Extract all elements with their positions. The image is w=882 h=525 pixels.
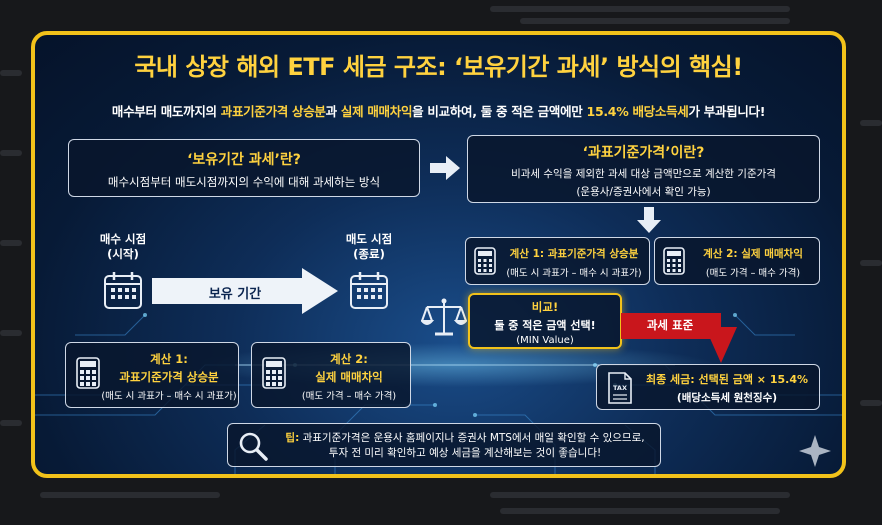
tax-base-price-desc-line1: 비과세 수익을 제외한 과세 대상 금액만으로 계산한 기준가격 bbox=[511, 168, 776, 180]
calc2-big-heading-line1: 계산 2: bbox=[330, 352, 368, 366]
tax-base-price-desc-line2: (운용사/증권사에서 확인 가능) bbox=[576, 186, 711, 198]
compare-min: (MIN Value) bbox=[516, 335, 574, 346]
arrow-right-icon bbox=[430, 156, 460, 180]
compare-box: 비교! 둘 중 적은 금액 선택! (MIN Value) bbox=[468, 293, 622, 349]
calc2-box-right: 계산 2: 실제 매매차익 (매도 가격 – 매수 가격) bbox=[654, 237, 820, 285]
calc2-box-left: 계산 2: 실제 매매차익 (매도 가격 – 매수 가격) bbox=[251, 342, 411, 408]
holding-tax-box: ‘보유기간 과세’란? 매수시점부터 매도시점까지의 수익에 대해 과세하는 방… bbox=[68, 139, 420, 197]
tip-line1: 과표기준가격은 운용사 홈페이지나 증권사 MTS에서 매일 확인할 수 있으므… bbox=[302, 432, 645, 444]
calculator-icon bbox=[474, 247, 496, 275]
tax-base-price-box: ‘과표기준가격’이란? 비과세 수익을 제외한 과세 대상 금액만으로 계산한 … bbox=[467, 135, 820, 203]
page-subtitle: 매수부터 매도까지의 과표기준가격 상승분과 실제 매매차익을 비교하여, 둘 … bbox=[111, 104, 766, 119]
tip-line2: 투자 전 미리 확인하고 예상 세금을 계산해보는 것이 좋습니다! bbox=[328, 447, 602, 459]
calc2-big-heading-line2: 실제 매매차익 bbox=[315, 370, 383, 384]
calc1-big-heading-line1: 계산 1: bbox=[150, 352, 188, 366]
holding-period-arrow bbox=[152, 268, 338, 314]
calc1-big-heading-line2: 과표기준가격 상승분 bbox=[119, 370, 219, 384]
calc1-big-formula: (매도 시 과표가 – 매수 시 과표가) bbox=[101, 391, 237, 402]
page-title: 국내 상장 해외 ETF 세금 구조: ‘보유기간 과세’ 방식의 핵심! bbox=[134, 53, 743, 81]
magnifier-icon bbox=[239, 432, 268, 461]
buy-point-label: 매수 시점 (시작) bbox=[99, 232, 147, 261]
calc2-big-formula: (매도 가격 – 매수 가격) bbox=[301, 391, 397, 402]
calculator-icon bbox=[76, 357, 100, 389]
calc1-formula: (매도 시 과표가 – 매수 시 과표가) bbox=[506, 268, 642, 279]
holding-period-label: 보유 기간 bbox=[208, 287, 262, 302]
infographic-frame: 국내 상장 해외 ETF 세금 구조: ‘보유기간 과세’ 방식의 핵심! 매수… bbox=[31, 31, 846, 478]
tax-tag-text: TAX bbox=[613, 384, 627, 392]
calc1-box-left: 계산 1: 과표기준가격 상승분 (매도 시 과표가 – 매수 시 과표가) bbox=[65, 342, 239, 408]
holding-tax-desc: 매수시점부터 매도시점까지의 수익에 대해 과세하는 방식 bbox=[107, 175, 381, 189]
calc2-formula: (매도 가격 – 매수 가격) bbox=[705, 268, 801, 279]
tax-base-price-heading: ‘과표기준가격’이란? bbox=[582, 145, 705, 161]
final-tax-box: TAX 최종 세금: 선택된 금액 × 15.4% (배당소득세 원천징수) bbox=[596, 364, 820, 410]
tax-standard-label: 과세 표준 bbox=[646, 318, 694, 332]
calendar-icon bbox=[104, 272, 142, 309]
compare-desc: 둘 중 적은 금액 선택! bbox=[494, 319, 596, 332]
balance-scale-icon bbox=[421, 298, 467, 336]
calculator-icon bbox=[262, 357, 286, 389]
calculator-icon bbox=[663, 247, 685, 275]
arrow-down-icon bbox=[637, 207, 661, 233]
calendar-icon bbox=[350, 272, 388, 309]
final-tax-sub: (배당소득세 원천징수) bbox=[676, 392, 778, 404]
tip-label: 팁: bbox=[285, 432, 300, 444]
tax-standard-arrow bbox=[621, 313, 737, 363]
calc1-box-right: 계산 1: 과표기준가격 상승분 (매도 시 과표가 – 매수 시 과표가) bbox=[465, 237, 650, 285]
sparkle-icon bbox=[799, 435, 831, 467]
final-tax-heading: 최종 세금: 선택된 금액 × 15.4% bbox=[645, 373, 808, 386]
sell-point-label: 매도 시점 (종료) bbox=[345, 232, 393, 261]
compare-heading: 비교! bbox=[531, 300, 559, 314]
holding-tax-heading: ‘보유기간 과세’란? bbox=[187, 152, 301, 168]
tip-box: 팁: 과표기준가격은 운용사 홈페이지나 증권사 MTS에서 매일 확인할 수 … bbox=[227, 423, 661, 467]
tax-document-icon: TAX bbox=[608, 372, 632, 404]
calc1-heading: 계산 1: 과표기준가격 상승분 bbox=[509, 248, 639, 260]
calc2-heading: 계산 2: 실제 매매차익 bbox=[703, 248, 803, 260]
